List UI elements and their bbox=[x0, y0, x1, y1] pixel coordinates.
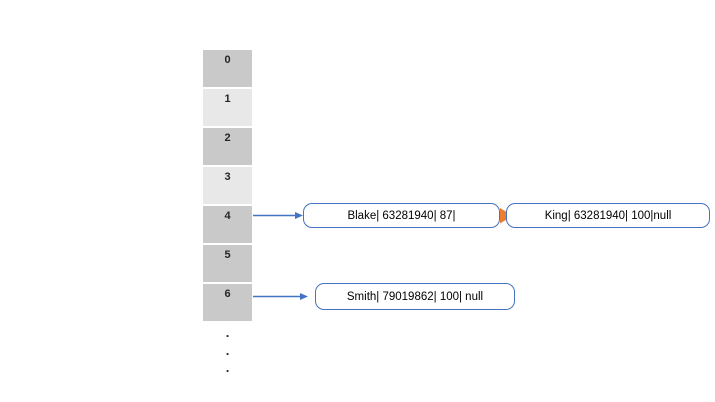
array-cell-6: 6 bbox=[203, 284, 252, 321]
array-cell-5: 5 bbox=[203, 245, 252, 282]
list-node-text: Smith| 79019862| 100| null bbox=[346, 290, 484, 303]
list-node-king: King| 63281940| 100|null bbox=[506, 203, 710, 228]
array-cell-1: 1 bbox=[203, 89, 252, 126]
list-node-smith: Smith| 79019862| 100| null bbox=[315, 283, 515, 310]
array-continuation-ellipsis: . . . bbox=[203, 324, 252, 377]
array-cell-3: 3 bbox=[203, 167, 252, 204]
array-cell-4: 4 bbox=[203, 206, 252, 243]
list-node-text: Blake| 63281940| 87| bbox=[347, 209, 456, 222]
array-cell-label: 5 bbox=[224, 249, 231, 261]
list-node-blake: Blake| 63281940| 87| bbox=[303, 203, 500, 228]
ellipsis-dot: . bbox=[225, 342, 230, 358]
array-cell-label: 6 bbox=[224, 288, 231, 300]
bucket-array: 0 1 2 3 4 5 6 bbox=[203, 50, 252, 323]
array-cell-label: 0 bbox=[224, 54, 231, 66]
list-node-text: King| 63281940| 100|null bbox=[544, 209, 672, 222]
array-cell-label: 1 bbox=[224, 93, 231, 105]
array-cell-label: 3 bbox=[224, 171, 231, 183]
array-cell-label: 4 bbox=[224, 210, 231, 222]
arrow-bucket4-to-blake-icon bbox=[253, 212, 303, 219]
arrow-bucket6-to-smith-icon bbox=[253, 293, 308, 300]
array-cell-label: 2 bbox=[224, 132, 231, 144]
ellipsis-dot: . bbox=[225, 360, 230, 375]
ellipsis-dot: . bbox=[225, 325, 230, 340]
array-cell-0: 0 bbox=[203, 50, 252, 87]
array-cell-2: 2 bbox=[203, 128, 252, 165]
